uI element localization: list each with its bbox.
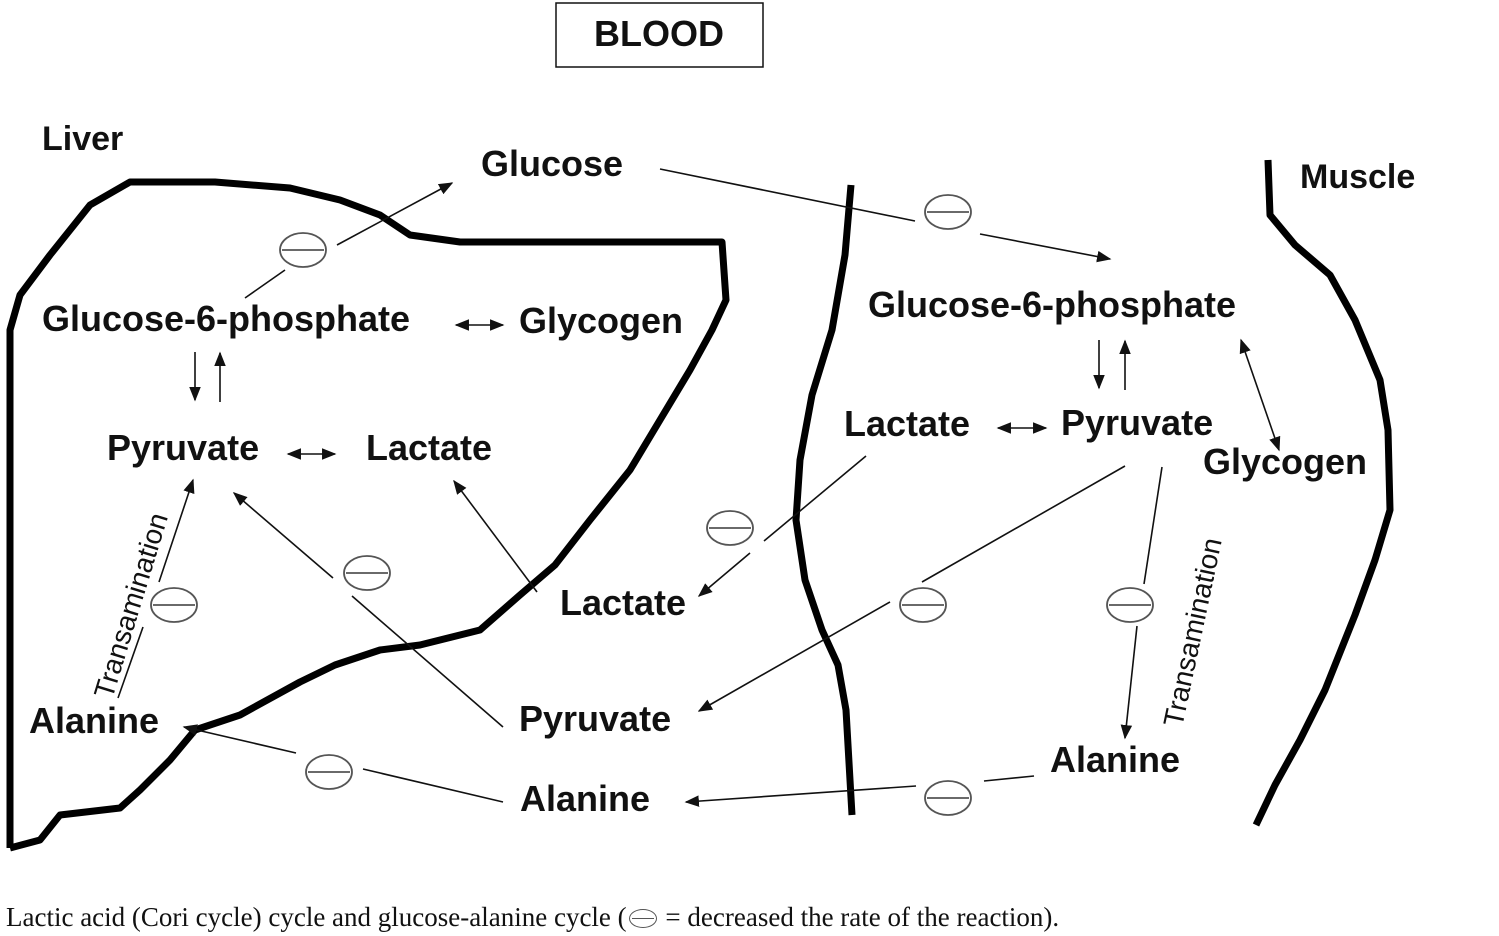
- arrow-muscle-lactate-to-inhibitor: [763, 455, 867, 542]
- minus-circle-icon: [924, 194, 972, 230]
- muscle-label: Muscle: [1300, 158, 1415, 196]
- arrow-blood-alanine-to-inhibitor: [362, 768, 504, 803]
- arrow-inhibitor-to-blood-alanine: [684, 785, 917, 807]
- arrow-muscle-g6p-glycogen: [1239, 338, 1281, 452]
- minus-circle-icon: [150, 587, 198, 623]
- blood-pyruvate-label: Pyruvate: [519, 698, 671, 739]
- blood-lactate-label: Lactate: [560, 582, 686, 623]
- liver-pyruvate-label: Pyruvate: [107, 427, 259, 468]
- minus-circle-icon: [924, 780, 972, 816]
- liver-outline: [6, 178, 730, 852]
- minus-circle-icon: [343, 555, 391, 591]
- arrow-liver-inhibitor-to-glucose: [336, 182, 454, 246]
- arrow-inhibitor-to-muscle-g6p: [979, 233, 1112, 263]
- minus-circle-icon: [706, 510, 754, 546]
- liver-alanine-label: Alanine: [29, 700, 159, 741]
- arrow-liver-g6p-to-inhibitor: [244, 269, 286, 299]
- arrow-blood-pyruvate-to-inhibitor: [351, 595, 504, 728]
- muscle-alanine-label: Alanine: [1050, 739, 1180, 780]
- minus-circle-icon: [628, 909, 657, 928]
- arrow-liver-alanine-to-inhibitor: [117, 626, 144, 699]
- minus-circle-icon: [1106, 587, 1154, 623]
- muscle-outline: [1252, 159, 1394, 827]
- minus-circle-icon: [279, 232, 327, 268]
- arrow-inhibitor-to-blood-pyruvate: [697, 601, 891, 712]
- title-box: [555, 2, 764, 68]
- arrow-muscle-pyruvate-to-transam-inhibitor: [1143, 466, 1163, 585]
- arrow-muscle-alanine-to-inhibitor: [983, 775, 1035, 782]
- arrow-blood-lactate-to-liver-lactate: [453, 479, 538, 593]
- muscle-transamination-label: Transamination: [1158, 535, 1228, 729]
- liver-label: Liver: [42, 120, 123, 158]
- arrow-inhibitor-to-blood-lactate: [697, 552, 751, 597]
- liver-glycogen-label: Glycogen: [519, 300, 683, 341]
- vessel-wall-left: [792, 184, 856, 816]
- arrow-transam-inhibitor-to-muscle-alanine: [1120, 625, 1138, 740]
- arrow-muscle-pyruvate-to-inhibitor: [921, 465, 1126, 583]
- liver-g6p-label: Glucose-6-phosphate: [42, 298, 410, 339]
- muscle-g6p-label: Glucose-6-phosphate: [868, 284, 1236, 325]
- blood-alanine-label: Alanine: [520, 778, 650, 819]
- arrow-inhibitor-to-liver-alanine: [182, 724, 297, 754]
- caption-text-after: = decreased the rate of the reaction).: [658, 902, 1060, 932]
- arrow-glucose-to-inhibitor: [659, 168, 916, 222]
- title: BLOOD: [594, 13, 724, 54]
- arrow-liver-inhibitor-to-pyruvate: [158, 478, 195, 583]
- muscle-pyruvate-label: Pyruvate: [1061, 402, 1213, 443]
- blood-glucose-label: Glucose: [481, 143, 623, 184]
- caption-text-before: Lactic acid (Cori cycle) cycle and gluco…: [6, 902, 627, 932]
- muscle-glycogen-label: Glycogen: [1203, 441, 1367, 482]
- liver-lactate-label: Lactate: [366, 427, 492, 468]
- arrow-inhibitor-to-liver-pyruvate: [232, 492, 334, 579]
- figure-caption: Lactic acid (Cori cycle) cycle and gluco…: [6, 902, 1059, 933]
- minus-circle-icon: [305, 754, 353, 790]
- minus-circle-icon: [899, 587, 947, 623]
- muscle-lactate-label: Lactate: [844, 403, 970, 444]
